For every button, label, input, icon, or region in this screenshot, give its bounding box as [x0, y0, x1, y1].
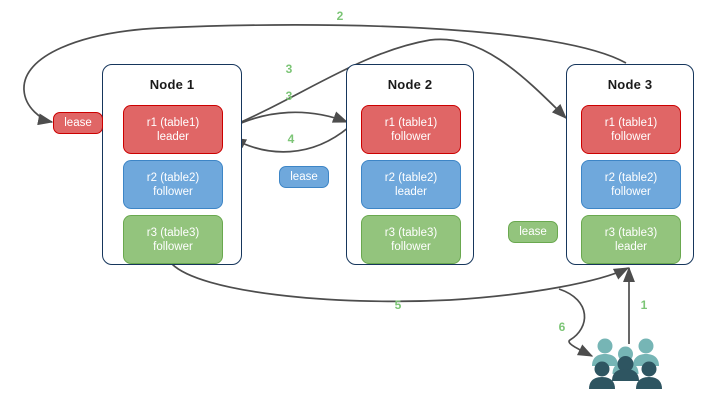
replica-node1-r3: r3 (table3) follower	[123, 215, 223, 264]
edge-label-step-2: 2	[336, 9, 344, 23]
replica-role: follower	[153, 240, 193, 253]
replica-node1-r2: r2 (table2) follower	[123, 160, 223, 209]
node-box-node1: Node 1 r1 (table1) leader r2 (table2) fo…	[102, 64, 242, 265]
edge-label-step-1: 1	[640, 298, 648, 312]
replica-name: r2 (table2)	[146, 171, 200, 184]
lease-badge-table1: lease	[53, 112, 103, 134]
replica-name: r1 (table1)	[384, 116, 438, 129]
edge-step-5	[171, 263, 630, 303]
replica-node2-r2: r2 (table2) leader	[361, 160, 461, 209]
edge-step-3-lens	[225, 111, 349, 131]
replica-name: r2 (table2)	[384, 171, 438, 184]
replica-name: r1 (table1)	[146, 116, 200, 129]
replica-role: follower	[391, 240, 431, 253]
replica-role: leader	[395, 185, 427, 198]
replica-role: leader	[157, 130, 189, 143]
replica-role: follower	[153, 185, 193, 198]
replica-node2-r3: r3 (table3) follower	[361, 215, 461, 264]
edge-label-step-5: 5	[394, 298, 402, 312]
replica-node3-r3: r3 (table3) leader	[581, 215, 681, 264]
lease-badge-table3: lease	[508, 221, 558, 243]
edge-label-step-6: 6	[558, 320, 566, 334]
replica-node2-r1: r1 (table1) follower	[361, 105, 461, 154]
edge-label-step-3-upper: 3	[285, 62, 293, 76]
edge-label-step-3-lens: 3	[285, 89, 293, 103]
users-icon	[589, 338, 662, 389]
replica-node3-r2: r2 (table2) follower	[581, 160, 681, 209]
replica-name: r3 (table3)	[604, 226, 658, 239]
node-box-node2: Node 2 r1 (table1) follower r2 (table2) …	[346, 64, 474, 265]
replica-role: follower	[391, 130, 431, 143]
edge-label-step-4: 4	[287, 132, 295, 146]
replica-role: follower	[611, 130, 651, 143]
replica-role: leader	[615, 240, 647, 253]
replica-role: follower	[611, 185, 651, 198]
replica-name: r1 (table1)	[604, 116, 658, 129]
node-title-node3: Node 3	[607, 77, 653, 92]
lease-badge-table2: lease	[279, 166, 329, 188]
replica-name: r2 (table2)	[604, 171, 658, 184]
replica-node3-r1: r1 (table1) follower	[581, 105, 681, 154]
node-title-node1: Node 1	[149, 77, 195, 92]
node-title-node2: Node 2	[387, 77, 433, 92]
node-box-node3: Node 3 r1 (table1) follower r2 (table2) …	[566, 64, 694, 265]
replica-name: r3 (table3)	[384, 226, 438, 239]
replica-name: r3 (table3)	[146, 226, 200, 239]
replica-node1-r1: r1 (table1) leader	[123, 105, 223, 154]
